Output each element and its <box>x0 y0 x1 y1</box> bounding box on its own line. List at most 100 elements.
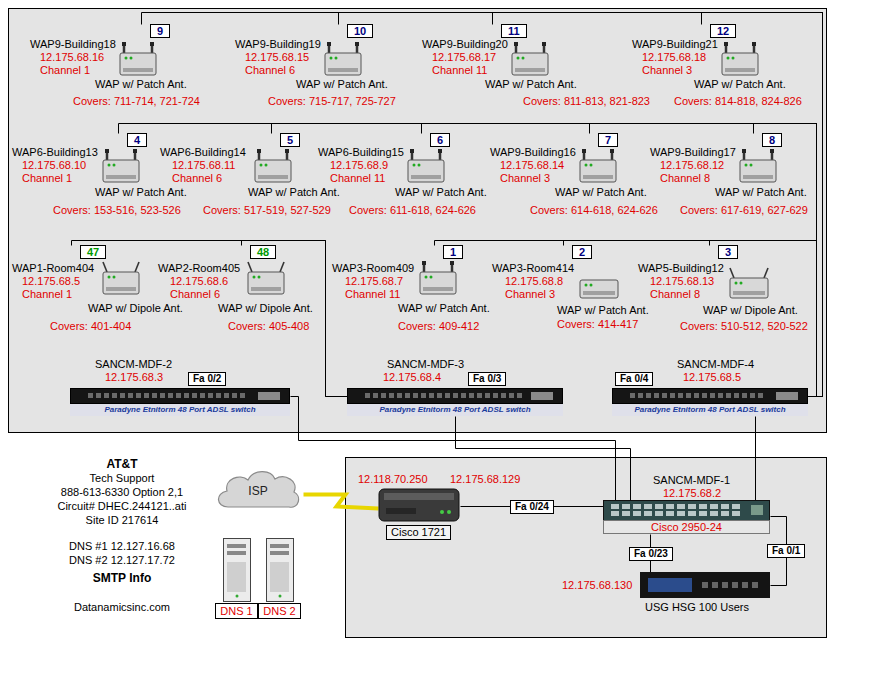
ip-address: 12.175.68.17 <box>432 51 496 64</box>
access-point-device <box>249 146 297 184</box>
ip-address: 12.175.68.129 <box>450 473 520 486</box>
device-name: WAP6-Building15 <box>318 146 404 159</box>
coverage: Covers: 814-818, 824-826 <box>674 95 802 108</box>
core-switch: SANCM-MDF-112.175.68.2Cisco 2950-24 <box>603 500 770 534</box>
port-number-box: 47 <box>80 245 106 259</box>
coverage: Covers: 614-618, 624-626 <box>530 204 658 217</box>
coverage: Covers: 517-519, 527-529 <box>203 204 331 217</box>
coverage: Covers: 811-813, 821-823 <box>523 95 650 108</box>
port-number-box: 4 <box>127 133 147 147</box>
antenna-type: WAP w/ Patch Ant. <box>555 186 647 199</box>
ip-address: 12.118.70.250 <box>358 473 428 486</box>
port-number-box: 11 <box>501 24 527 38</box>
access-point: WAP6-Building1312.175.68.10Channel 1WAP … <box>12 133 187 217</box>
router: 12.118.70.25012.175.68.129Cisco 1721 <box>378 488 460 540</box>
network-link <box>142 13 823 397</box>
antenna-type: WAP w/ Patch Ant. <box>485 78 577 91</box>
access-point-device <box>716 39 764 77</box>
device-name: WAP6-Building14 <box>160 146 246 159</box>
access-point: WAP5-Building1212.175.68.13Channel 8WAP … <box>638 245 808 333</box>
switch-model: Paradyne Etnitorm 48 Port ADSL switch <box>70 404 290 416</box>
server-tower <box>258 538 301 602</box>
ip-address: 12.175.68.9 <box>330 159 388 172</box>
channel: Channel 1 <box>40 64 90 77</box>
coverage: Covers: 153-516, 523-526 <box>53 204 181 217</box>
channel: Channel 1 <box>22 172 72 185</box>
coverage: Covers: 611-618, 624-626 <box>349 204 476 217</box>
wan-link <box>304 495 379 509</box>
ip-address: 12.175.68.4 <box>383 371 441 384</box>
access-point-device <box>402 146 450 184</box>
port-number-box: 12 <box>710 24 736 38</box>
device-name: WAP5-Building12 <box>638 262 724 275</box>
port-number-box: 9 <box>150 24 170 38</box>
coverage: Covers: 715-717, 725-727 <box>268 95 396 108</box>
phone-number: 888-613-6330 Option 2,1 <box>22 486 222 499</box>
access-point: WAP9-Building2112.175.68.18Channel 3WAP … <box>632 24 802 108</box>
ip-address: 12.175.68.11 <box>172 159 235 172</box>
device-name: WAP6-Building13 <box>12 146 98 159</box>
port-number-box: 5 <box>280 133 300 147</box>
coverage: Covers: 617-619, 627-629 <box>680 204 808 217</box>
channel: Channel 3 <box>505 288 555 301</box>
coverage: Covers: 405-408 <box>228 320 309 333</box>
antenna-type: WAP w/ Patch Ant. <box>395 186 487 199</box>
mdf-panel <box>346 458 827 638</box>
antenna-type: WAP w/ Dipole Ant. <box>218 302 313 315</box>
port-number: 1 <box>450 246 456 258</box>
access-point-device <box>574 266 624 300</box>
device-name: WAP9-Building19 <box>235 38 321 51</box>
port-number-box: 2 <box>572 245 592 259</box>
adsl-switch: SANCM-MDF-412.175.68.5Paradyne Etnitorm … <box>612 388 808 416</box>
device-name: WAP2-Room405 <box>158 262 240 275</box>
access-point-device <box>114 39 162 77</box>
ip-address: 12.175.68.15 <box>245 51 309 64</box>
port-number: 2 <box>579 246 585 258</box>
device-model: Cisco 2950-24 <box>603 520 770 534</box>
switch-model: Paradyne Etnitorm 48 Port ADSL switch <box>347 404 563 416</box>
port-number: 11 <box>508 25 520 37</box>
access-point-device <box>506 39 554 77</box>
mail-domain: Datanamicsinc.com <box>22 601 222 614</box>
ip-address: 12.175.68.3 <box>105 371 163 384</box>
ip-address: 12.175.68.5 <box>22 275 80 288</box>
device-name: WAP9-Building17 <box>650 146 736 159</box>
site-id: Site ID 217614 <box>22 514 222 527</box>
access-point: WAP1-Room40412.175.68.5Channel 1WAP w/ D… <box>12 245 183 333</box>
router-device <box>378 488 460 524</box>
access-point: WAP9-Building1912.175.68.15Channel 6WAP … <box>235 24 396 108</box>
port-number: 7 <box>605 134 611 146</box>
antenna-type: WAP w/ Dipole Ant. <box>88 302 183 315</box>
port-label: Fa 0/4 <box>620 373 648 385</box>
network-link <box>119 124 817 397</box>
channel: Channel 1 <box>22 288 72 301</box>
isp-cloud: ISP <box>213 466 303 514</box>
port-number-box: 8 <box>762 133 782 147</box>
port-number-box: 3 <box>718 245 738 259</box>
port-number: 4 <box>134 134 140 146</box>
ip-address: 12.175.68.130 <box>562 579 632 592</box>
server-name: DNS 2 <box>258 603 301 619</box>
port-label: Fa 0/2 <box>193 373 221 385</box>
info-text: Tech Support <box>22 472 222 485</box>
port-number: 3 <box>725 246 731 258</box>
device-name: WAP9-Building16 <box>490 146 576 159</box>
ip-address: 12.175.68.6 <box>170 275 228 288</box>
antenna-type: WAP w/ Patch Ant. <box>248 186 340 199</box>
channel: Channel 6 <box>172 172 222 185</box>
device-name: WAP3-Room414 <box>492 262 574 275</box>
dns-entry: DNS #1 12.127.16.68 <box>22 540 222 553</box>
device-model: Cisco 1721 <box>386 525 451 540</box>
section-heading: SMTP Info <box>22 572 222 585</box>
port-label-box: Fa 0/4 <box>615 372 653 386</box>
port-number: 48 <box>257 246 269 258</box>
ip-address: 12.175.68.16 <box>40 51 104 64</box>
access-point-device <box>97 146 145 184</box>
access-point-device <box>724 264 774 300</box>
device-name: WAP9-Building21 <box>632 38 718 51</box>
network-link <box>456 417 631 501</box>
access-point: WAP9-Building2012.175.68.17Channel 11WAP… <box>422 24 650 108</box>
port-number: 12 <box>717 25 729 37</box>
